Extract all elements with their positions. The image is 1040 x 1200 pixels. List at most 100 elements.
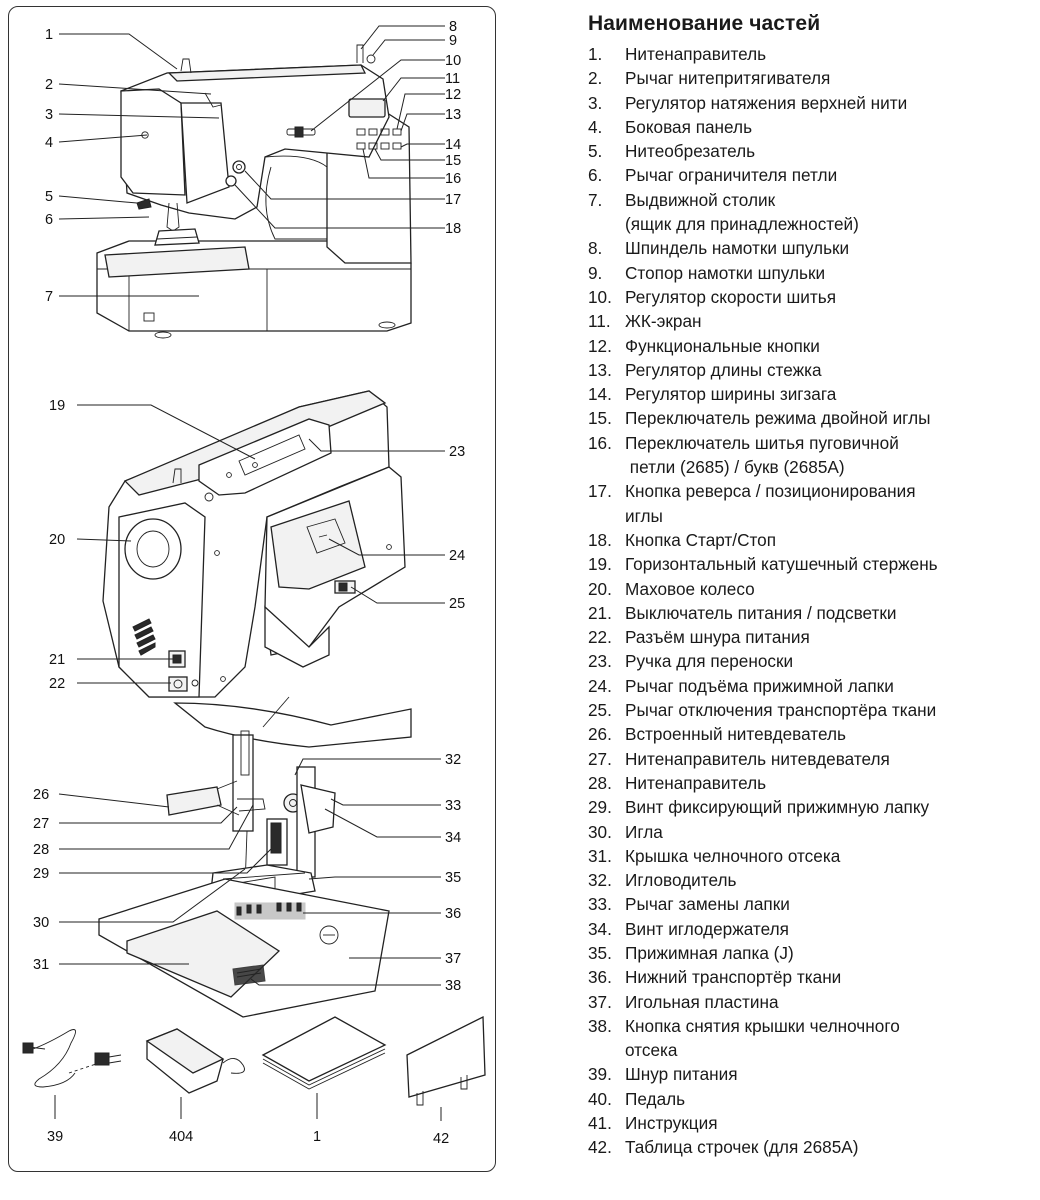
callout-22: 22	[49, 676, 65, 692]
part-name: Кнопка реверса / позиционирования	[625, 481, 916, 502]
part-name: Кнопка снятия крышки челночного	[625, 1015, 900, 1036]
part-item: 19. Горизонтальный катушечный стержень	[588, 552, 1036, 576]
part-name: Шнур питания	[625, 1064, 738, 1085]
part-item: 22.Разъём шнура питания	[588, 625, 1036, 649]
part-number: 39.	[588, 1064, 612, 1085]
part-name: Рычаг нитепритягивателя	[625, 68, 831, 89]
part-item: 21.Выключатель питания / подсветки	[588, 601, 1036, 625]
part-number: 19.	[588, 554, 612, 575]
callout-5: 5	[45, 189, 53, 205]
part-name: Рычаг ограничителя петли	[625, 165, 838, 186]
part-item: 35.Прижимная лапка (J)	[588, 941, 1036, 965]
part-number: 31.	[588, 845, 612, 866]
callout-31: 31	[33, 957, 49, 973]
part-number: 28.	[588, 772, 612, 793]
part-item: 4.Боковая панель	[588, 115, 1036, 139]
part-number: 8.	[588, 238, 603, 259]
callout-6: 6	[45, 212, 53, 228]
part-number: 11.	[588, 311, 611, 332]
needle-callout-labels: 26 27 28 29 30 31 32 33 34 35 36 37 38	[33, 752, 461, 994]
part-name: Горизонтальный катушечный стержень	[625, 554, 938, 575]
part-name: Встроенный нитевдеватель	[625, 724, 846, 745]
callout-16: 16	[445, 171, 461, 187]
accessory-callout-labels: 39 404 1 42	[47, 1129, 449, 1147]
part-number: 27.	[588, 748, 612, 769]
callout-17: 17	[445, 192, 461, 208]
part-number: 41.	[588, 1113, 612, 1134]
part-name-continuation: иглы	[625, 505, 663, 526]
callout-38: 38	[445, 978, 461, 994]
part-number: 37.	[588, 991, 612, 1012]
part-item: 16.Переключатель шитья пуговичной петли …	[588, 431, 1036, 480]
callout-37: 37	[445, 951, 461, 967]
part-number: 24.	[588, 675, 612, 696]
part-item: 12.Функциональные кнопки	[588, 334, 1036, 358]
part-number: 18.	[588, 529, 612, 550]
instruction-book-drawing	[261, 1016, 387, 1090]
part-name: Переключатель шитья пуговичной	[625, 432, 899, 453]
part-item: 42.Таблица строчек (для 2685A)	[588, 1135, 1036, 1159]
part-number: 16.	[588, 432, 612, 453]
callout-2: 2	[45, 77, 53, 93]
callout-34: 34	[445, 830, 461, 846]
rear-machine-drawing	[102, 390, 406, 698]
callout-3: 3	[45, 107, 53, 123]
part-name: Рычаг замены лапки	[625, 894, 790, 915]
part-name: Маховое колесо	[625, 578, 755, 599]
part-item: 15.Переключатель режима двойной иглы	[588, 406, 1036, 430]
part-number: 13.	[588, 359, 612, 380]
part-number: 14.	[588, 384, 612, 405]
part-number: 15.	[588, 408, 612, 429]
part-name: Игольная пластина	[625, 991, 779, 1012]
callout-1: 1	[45, 27, 53, 43]
callout-19: 19	[49, 398, 65, 414]
rear-callout-leaders	[76, 404, 445, 684]
callout-32: 32	[445, 752, 461, 768]
part-item: 39. Шнур питания	[588, 1062, 1036, 1086]
part-number: 20.	[588, 578, 612, 599]
parts-list-title: Наименование частей	[588, 12, 821, 35]
part-name: Регулятор натяжения верхней нити	[625, 92, 908, 113]
part-name: Педаль	[625, 1088, 686, 1109]
callout-35: 35	[445, 870, 461, 886]
part-item: 26.Встроенный нитевдеватель	[588, 722, 1036, 746]
part-item: 20. Маховое колесо	[588, 577, 1036, 601]
part-number: 29.	[588, 797, 612, 818]
part-name-continuation: отсека	[625, 1040, 678, 1061]
part-name: Регулятор ширины зигзага	[625, 384, 837, 405]
power-cord-drawing	[22, 1029, 122, 1088]
callout-25: 25	[449, 596, 465, 612]
part-name: Игла	[625, 821, 663, 842]
callout-29: 29	[33, 866, 49, 882]
part-number: 30.	[588, 821, 612, 842]
callout-14: 14	[445, 137, 461, 153]
part-name: Прижимная лапка (J)	[625, 942, 794, 963]
part-item: 8.Шпиндель намотки шпульки	[588, 236, 1036, 260]
part-number: 6.	[588, 165, 603, 186]
part-item: 6. Рычаг ограничителя петли	[588, 163, 1036, 187]
part-number: 10.	[588, 286, 612, 307]
part-item: 24.Рычаг подъёма прижимной лапки	[588, 674, 1036, 698]
part-item: 40.Педаль	[588, 1087, 1036, 1111]
part-number: 3.	[588, 92, 603, 113]
callout-30: 30	[33, 915, 49, 931]
rear-callout-labels: 19 20 21 22 23 24 25	[49, 398, 465, 692]
front-callout-labels: 1 2 3 4 5 6 7 8 9 10 11 12 13 14 15 16 1…	[45, 19, 461, 305]
part-name: Ручка для переноски	[625, 651, 794, 672]
part-name: Инструкция	[625, 1113, 718, 1134]
part-name: Игловодитель	[625, 870, 737, 891]
part-name: Нитеобрезатель	[625, 141, 756, 162]
part-number: 36.	[588, 967, 612, 988]
callout-4: 4	[45, 135, 53, 151]
callout-20: 20	[49, 532, 65, 548]
part-item: 3. Регулятор натяжения верхней нити	[588, 91, 1036, 115]
callout-12: 12	[445, 87, 461, 103]
part-name: Стопор намотки шпульки	[625, 262, 826, 283]
callout-13: 13	[445, 107, 461, 123]
part-item: 1.Нитенаправитель	[588, 42, 1036, 66]
part-number: 42.	[588, 1137, 612, 1158]
part-name: Нижний транспортёр ткани	[625, 967, 842, 988]
part-number: 33.	[588, 894, 612, 915]
part-number: 9.	[588, 262, 603, 283]
part-item: 7.Выдвижной столик(ящик для принадлежнос…	[588, 188, 1036, 237]
